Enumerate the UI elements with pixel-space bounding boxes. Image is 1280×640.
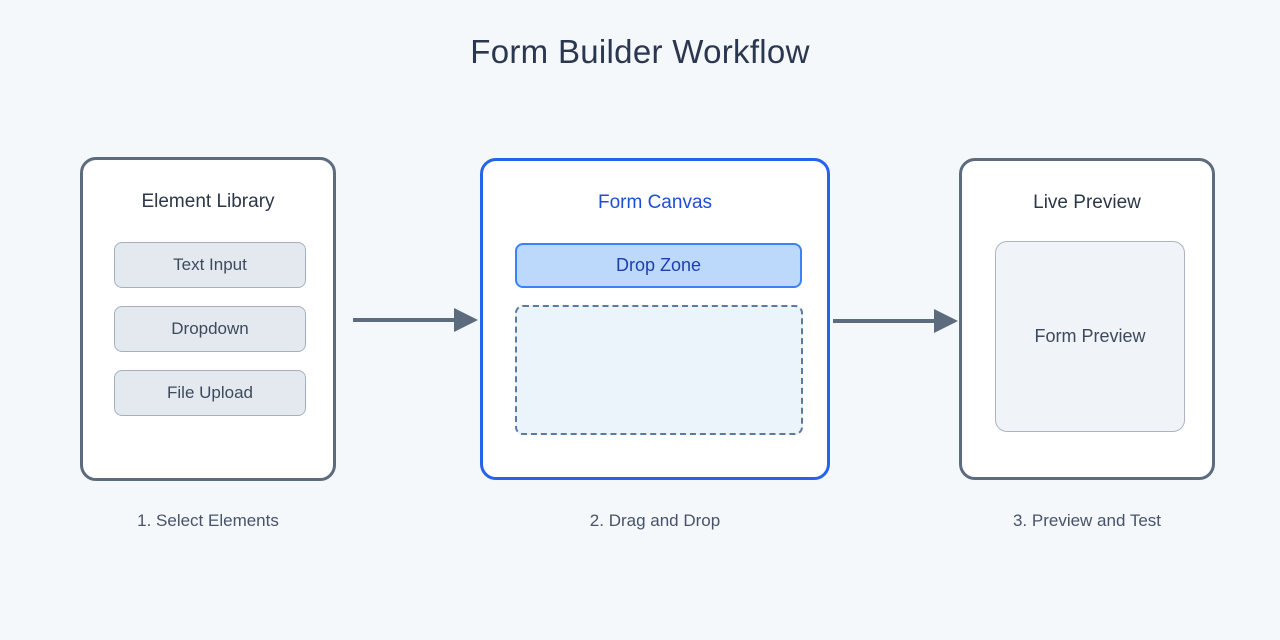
element-library-title: Element Library: [141, 191, 275, 212]
step-caption-drag-and-drop: 2. Drag and Drop: [589, 511, 721, 530]
canvas-empty-dropzone[interactable]: [515, 305, 803, 435]
form-preview-area: Form Preview: [995, 241, 1185, 432]
arrow-canvas-to-preview-icon: [833, 309, 958, 333]
dropdown-element-button[interactable]: Dropdown: [114, 306, 306, 352]
file-upload-element-button[interactable]: File Upload: [114, 370, 306, 416]
form-canvas-panel: Form Canvas Drop Zone: [480, 158, 830, 480]
form-canvas-title: Form Canvas: [597, 192, 713, 213]
element-library-panel: Element Library Text Input Dropdown File…: [80, 157, 336, 481]
live-preview-title: Live Preview: [1033, 192, 1141, 213]
step-caption-preview-and-test: 3. Preview and Test: [1012, 511, 1162, 530]
drop-zone[interactable]: Drop Zone: [515, 243, 802, 288]
step-caption-select-elements: 1. Select Elements: [137, 511, 279, 530]
text-input-element-button[interactable]: Text Input: [114, 242, 306, 288]
page-title: Form Builder Workflow: [470, 33, 810, 70]
arrow-library-to-canvas-icon: [353, 308, 478, 332]
live-preview-panel: Live Preview Form Preview: [959, 158, 1215, 480]
